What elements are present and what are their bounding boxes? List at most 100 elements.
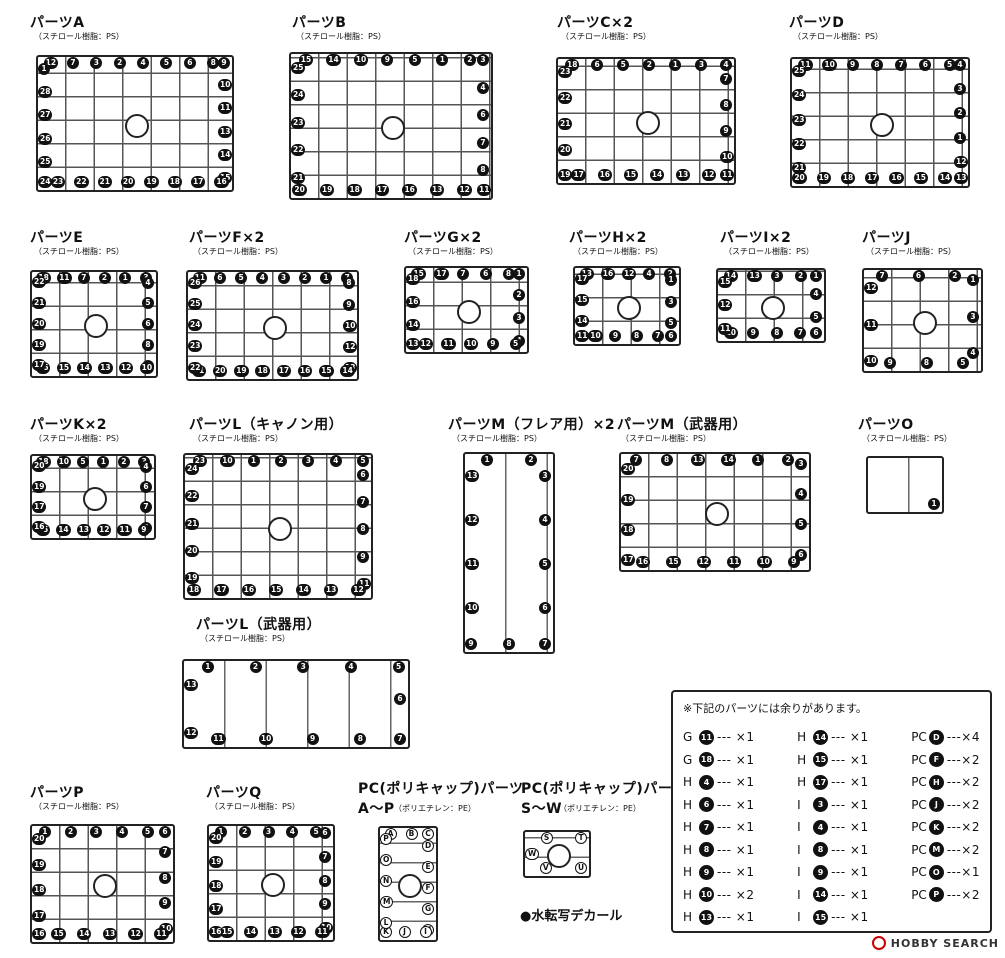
part-number-marker: 12 [465, 514, 480, 526]
part-number-marker: 7 [140, 501, 152, 514]
group-title: パーツL（キャノン用） [189, 417, 344, 433]
part-number-marker: 6 [912, 270, 925, 282]
part-number-marker: 12 [418, 338, 433, 350]
part-number-marker: 17 [865, 172, 880, 184]
spare-runner-letter: I [797, 797, 801, 812]
group-title: パーツH×2 [569, 230, 647, 246]
part-number-marker: 6 [357, 468, 369, 481]
part-number-marker: 15 [623, 169, 639, 181]
part-number-marker: 18 [406, 273, 421, 286]
part-number-marker: C [422, 828, 434, 840]
part-number-marker: 15 [575, 293, 590, 306]
part-number-marker: 8 [343, 277, 355, 290]
part-number-marker: 6 [810, 327, 822, 339]
spare-part-number-badge: 9 [813, 864, 829, 880]
part-number-marker: 19 [319, 184, 335, 196]
group-title: パーツP [30, 785, 84, 801]
part-number-marker: J [398, 926, 411, 938]
part-number-marker: 3 [795, 457, 807, 470]
spare-runner-letter: H [683, 887, 693, 902]
part-number-marker: 7 [651, 330, 664, 342]
part-number-marker: 6 [539, 602, 551, 614]
part-number-marker: 3 [302, 455, 315, 467]
part-number-marker: 1 [751, 454, 764, 466]
spare-quantity: ---×2 [946, 820, 980, 835]
spare-quantity: --- ×1 [717, 820, 755, 835]
part-number-marker: 2 [64, 826, 77, 838]
part-number-marker: 10 [465, 602, 480, 614]
spare-part-number-badge: 9 [699, 864, 714, 880]
part-number-marker: 12 [718, 299, 733, 312]
part-number-marker: 18 [621, 524, 636, 536]
part-number-marker: 4 [720, 59, 732, 71]
part-number-marker: 5 [539, 558, 551, 570]
part-number-marker: 20 [213, 365, 228, 377]
part-number-marker: 14 [243, 926, 259, 938]
part-number-marker: 10 [258, 733, 274, 745]
group-material: （スチロール樹脂：PS） [200, 634, 290, 643]
part-number-marker: 1 [481, 454, 493, 466]
group-title: パーツJ [862, 230, 911, 246]
part-number-marker: 5 [142, 297, 154, 310]
part-number-marker: 8 [477, 164, 489, 177]
part-number-marker: 3 [695, 59, 708, 71]
part-number-marker: 7 [67, 57, 80, 69]
group-title: パーツF×2 [189, 230, 265, 246]
part-number-marker: 8 [630, 330, 643, 342]
part-number-marker: 12 [343, 341, 357, 354]
part-number-marker: 13 [184, 678, 199, 691]
part-number-marker: 16 [214, 176, 229, 188]
part-number-marker: 16 [402, 184, 417, 196]
part-number-marker: F [422, 881, 434, 894]
part-number-marker: 1 [436, 54, 449, 66]
part-number-marker: 17 [571, 169, 586, 181]
group-title: PC(ポリキャップ)パーツ [521, 781, 687, 797]
part-number-marker: 16 [635, 556, 651, 568]
spare-runner-letter: PC [911, 887, 927, 902]
part-number-marker: 10 [56, 456, 72, 468]
spare-part-number-badge: 11 [699, 729, 714, 745]
part-number-marker: 2 [513, 289, 525, 302]
part-number-marker: 4 [643, 268, 656, 280]
group-material: （スチロール樹脂：PS） [561, 32, 651, 41]
group-material: （ポリエチレン：PE） [559, 804, 641, 813]
part-number-marker: 17 [32, 359, 47, 372]
spare-part-number-badge: 4 [813, 819, 829, 835]
spare-part-number-badge: H [928, 774, 944, 790]
part-number-marker: 7 [394, 733, 406, 745]
part-number-marker: 20 [209, 831, 224, 844]
part-number-marker: 17 [434, 268, 449, 280]
spare-quantity: --- ×2 [717, 887, 755, 902]
spare-part-number-badge: 6 [699, 797, 714, 813]
part-number-marker: 1 [38, 62, 50, 75]
spare-quantity: --- ×1 [717, 910, 755, 925]
spare-runner-letter: PC [911, 820, 927, 835]
spare-runner-letter: H [683, 910, 693, 925]
part-number-marker: 16 [889, 172, 904, 184]
part-number-marker: 7 [895, 59, 908, 71]
spare-quantity: --- ×1 [831, 730, 869, 745]
part-number-marker: 4 [344, 661, 357, 673]
part-number-marker: 13 [954, 172, 968, 184]
part-number-marker: 22 [185, 490, 200, 503]
part-number-marker: 12 [864, 282, 879, 295]
part-number-marker: 20 [32, 460, 47, 473]
part-number-marker: 18 [32, 884, 47, 897]
part-number-marker: I [419, 926, 432, 938]
part-number-marker: 10 [353, 54, 369, 66]
group-material: （スチロール樹脂：PS） [408, 247, 498, 256]
part-number-marker: 9 [787, 556, 800, 568]
part-number-marker: 9 [846, 59, 859, 71]
part-number-marker: 3 [513, 311, 525, 324]
part-number-marker: 14 [340, 365, 355, 377]
group-material: （スチロール樹脂：PS） [452, 434, 542, 443]
group-material: （スチロール樹脂：PS） [34, 802, 124, 811]
